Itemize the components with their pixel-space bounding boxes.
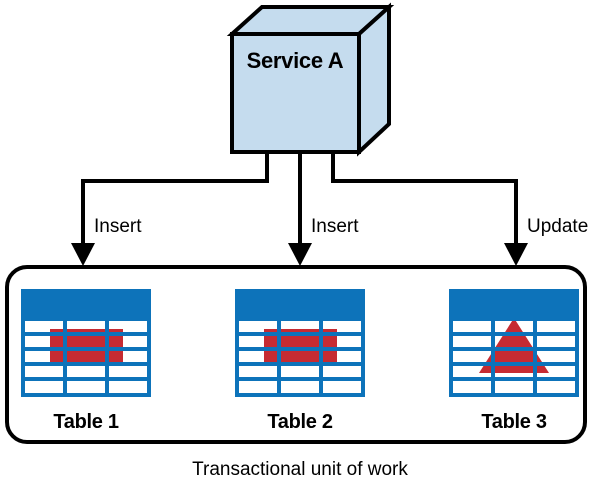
table-2-gridlines [237, 317, 363, 395]
table-2-outer-border [235, 289, 365, 397]
table-2-header-band [237, 291, 363, 317]
connector-group [81, 150, 518, 253]
table-2-node[interactable]: Table 2 [235, 289, 365, 433]
connector-update-right [331, 150, 518, 253]
service-box-side-face [357, 2, 391, 157]
transactional-unit-caption: Transactional unit of work [192, 459, 408, 480]
arrowhead-group [71, 243, 528, 266]
edge-label-update-right: Update [527, 216, 588, 237]
table-1-node[interactable]: Table 1 [21, 289, 151, 433]
table-2-label: Table 2 [267, 411, 333, 433]
service-box-front-face [230, 32, 361, 154]
table-1-outer-border [21, 289, 151, 397]
table-1-gridlines [23, 317, 149, 395]
edge-label-insert-left: Insert [94, 216, 142, 237]
table-3-overlay-triangle [479, 318, 549, 373]
table-3-label: Table 3 [481, 411, 547, 433]
table-3-gridlines [451, 317, 577, 395]
table-3-node[interactable]: Table 3 [449, 289, 579, 433]
table-3-outer-border [449, 289, 579, 397]
service-a-node[interactable]: Service A [226, 2, 395, 157]
arrowhead-update-right [504, 243, 528, 266]
service-a-label: Service A [247, 48, 344, 73]
table-1-label: Table 1 [53, 411, 119, 433]
table-1-header-band [23, 291, 149, 317]
arrowhead-insert-left [71, 243, 95, 266]
arrowhead-insert-center [288, 243, 312, 266]
edge-label-insert-center: Insert [311, 216, 359, 237]
table-3-header-band [451, 291, 577, 317]
connector-insert-left [81, 150, 269, 253]
